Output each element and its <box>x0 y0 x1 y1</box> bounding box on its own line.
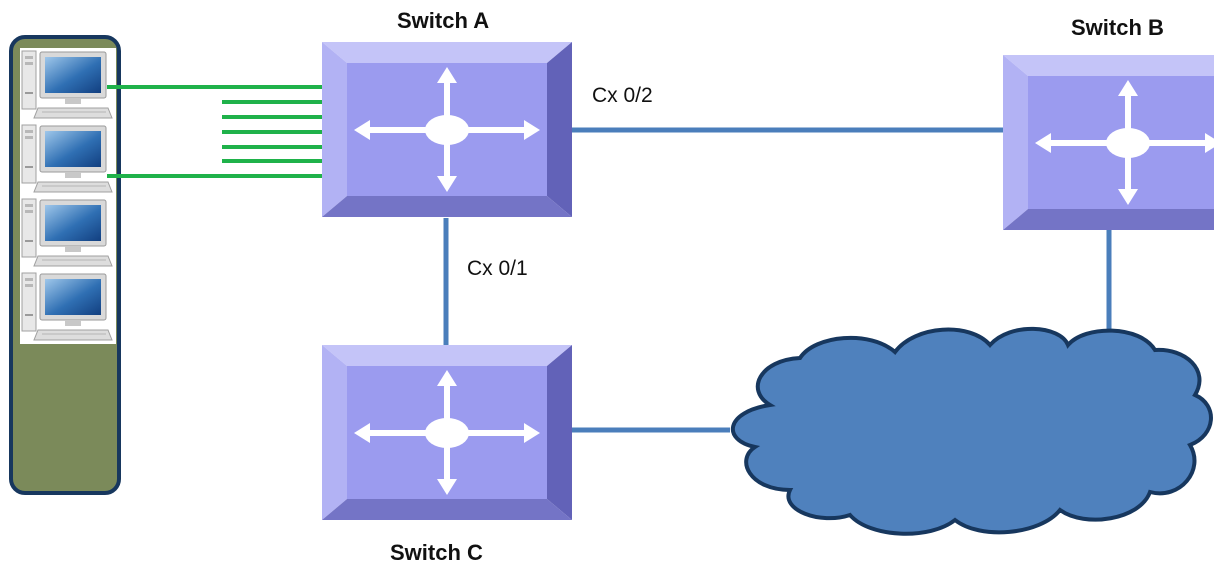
workstation-icon <box>19 121 117 197</box>
switch-a-label: Switch A <box>397 8 490 33</box>
workstation-icon <box>19 269 117 345</box>
switch-b-icon <box>1003 55 1214 230</box>
port-label-a-to-b: Cx 0/2 <box>592 84 653 107</box>
switch-a-icon <box>322 42 572 217</box>
server-rack <box>9 35 121 495</box>
trunk-links <box>443 127 1112 433</box>
access-links <box>107 85 330 178</box>
workstation-icon <box>19 47 117 123</box>
workstation-icon <box>19 195 117 271</box>
port-label-a-to-c: Cx 0/1 <box>467 257 528 280</box>
cloud-icon <box>730 326 1213 536</box>
switch-c-label: Switch C <box>390 540 483 565</box>
switch-c-icon <box>322 345 572 520</box>
switch-b-label: Switch B <box>1071 15 1164 40</box>
